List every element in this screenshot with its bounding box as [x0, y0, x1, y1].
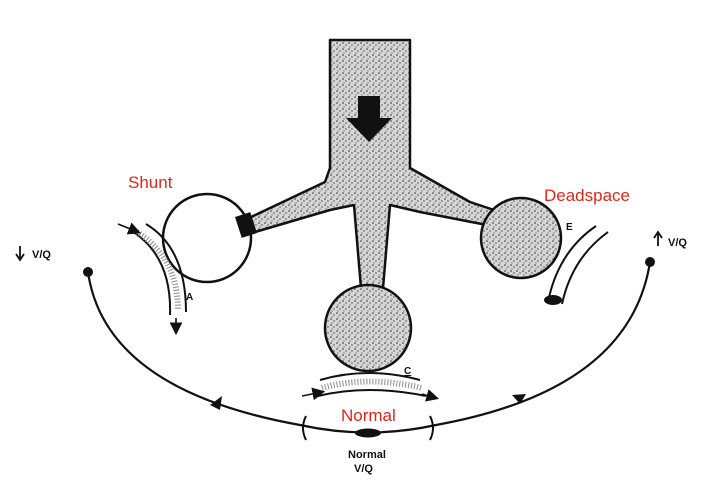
marker-c: C [404, 366, 411, 377]
shunt-label: Shunt [128, 173, 173, 192]
arc-arrow-right-icon [512, 394, 526, 404]
normal-label: Normal [341, 406, 396, 425]
inflow-arrow-icon [117, 222, 141, 235]
outflow-arrow-icon [421, 389, 440, 402]
arc-arrow-left-icon [210, 396, 222, 410]
deadspace-alveolus [479, 196, 563, 280]
airflow-arrow [346, 96, 392, 142]
up-arrow-icon [653, 230, 663, 246]
down-arrow-icon [346, 96, 392, 142]
inflow-arrow-icon [301, 387, 326, 401]
shunt-alveolus [161, 192, 258, 284]
high-vq-label: V/Q [653, 230, 687, 249]
airway-obstruction [234, 212, 258, 238]
capillary-occlusion [544, 295, 562, 305]
vq-spectrum-arc [83, 257, 655, 441]
down-arrow-icon [15, 246, 25, 262]
normal-vq-title: Normal [348, 449, 386, 461]
low-vq-endpoint [83, 267, 93, 277]
low-vq-label: V/Q [15, 246, 51, 262]
capillary-c [301, 372, 440, 402]
high-vq-endpoint [645, 257, 655, 267]
deadspace-label: Deadspace [544, 186, 630, 205]
high-vq-text: V/Q [668, 237, 687, 249]
trachea [247, 38, 502, 302]
capillary-e [544, 225, 609, 305]
low-vq-text: V/Q [32, 249, 51, 261]
normal-vq-ratio: V/Q [354, 463, 373, 475]
normal-alveolus [323, 283, 413, 373]
capillary-a [117, 222, 187, 336]
bracket-left [302, 415, 307, 441]
normal-vq-marker [355, 428, 381, 438]
bracket-right [429, 415, 434, 441]
airway-tree [247, 38, 502, 302]
marker-a: A [186, 292, 193, 303]
marker-e: E [566, 222, 573, 233]
